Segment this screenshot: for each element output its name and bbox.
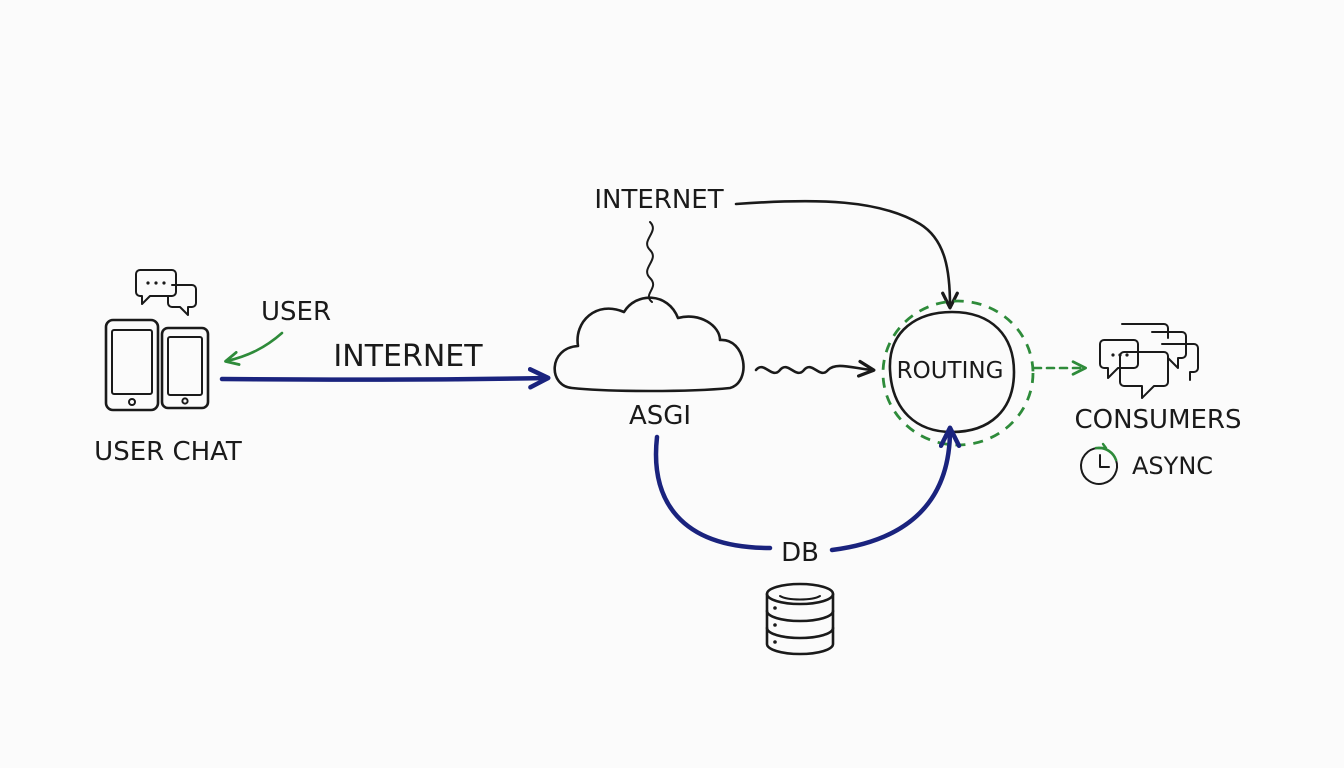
async-label: ASYNC [1132,452,1213,480]
db-label: DB [781,538,819,568]
user-label: USER [261,297,331,327]
message-stack-icon [1099,323,1199,399]
internet-top-label: INTERNET [594,185,723,215]
smartphone-icon [104,318,210,412]
database-icon [765,582,835,656]
internet-to-routing-arrow [734,199,959,310]
clock-icon [1080,442,1118,485]
asgi-to-db-arrow [653,434,773,551]
internet-top-squiggle [646,221,655,303]
internet-main-label: INTERNET [333,339,483,374]
consumers-label: CONSUMERS [1074,405,1241,435]
db-to-routing-arrow [829,425,962,553]
chat-bubbles-icon [135,269,197,316]
asgi-to-routing-arrow [754,359,876,378]
user-chat-label: USER CHAT [94,437,242,467]
internet-main-arrow [219,367,551,390]
asgi-label: ASGI [629,401,691,431]
cloud-icon [553,296,745,393]
routing-label: ROUTING [897,358,1004,384]
user-arrow [224,331,284,366]
